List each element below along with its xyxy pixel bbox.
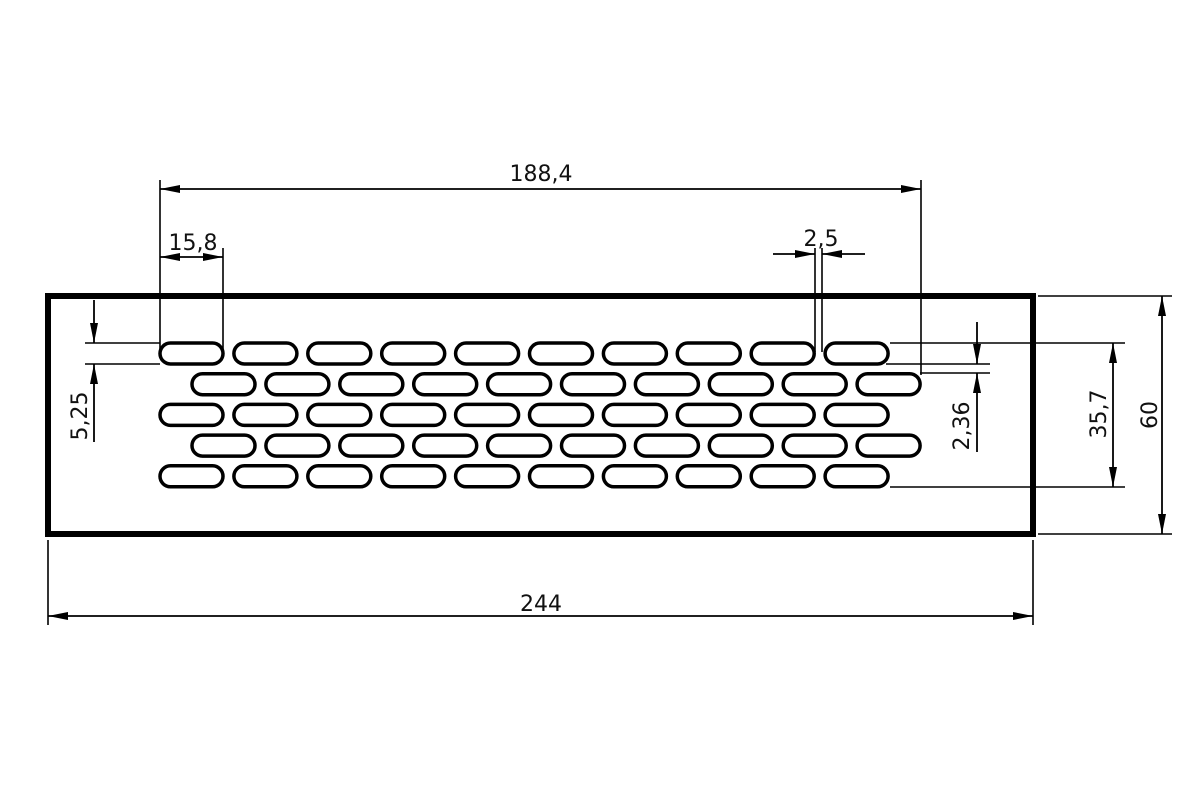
dim-row-pitch: 5,25 xyxy=(68,392,93,441)
slot-hole xyxy=(707,371,775,397)
slot-hole xyxy=(158,402,225,428)
slot-hole xyxy=(527,464,595,489)
slot-hole xyxy=(232,402,299,428)
slot-hole xyxy=(527,341,595,366)
slot-hole xyxy=(675,464,743,489)
slot-hole xyxy=(306,464,373,489)
slot-hole xyxy=(675,341,743,366)
slot-hole xyxy=(527,402,595,428)
dim-pattern-height: 35,7 xyxy=(1087,390,1112,439)
slot-hole xyxy=(675,402,743,428)
slot-hole xyxy=(749,402,816,428)
dimension-lines xyxy=(48,185,1166,620)
slot-hole xyxy=(453,341,521,366)
slot-hole xyxy=(158,464,225,489)
slot-hole xyxy=(823,341,890,366)
slot-hole xyxy=(823,402,890,428)
slot-hole xyxy=(379,402,447,428)
extension-lines xyxy=(47,180,1172,625)
slot-hole xyxy=(453,464,521,489)
slot-hole xyxy=(633,371,701,397)
slot-hole xyxy=(601,341,669,366)
dim-slot-gap: 2,5 xyxy=(804,227,839,252)
slot-hole xyxy=(559,433,627,458)
slot-hole xyxy=(485,433,553,458)
slot-hole xyxy=(601,464,669,489)
slot-hole xyxy=(306,341,373,366)
dim-overall-width: 244 xyxy=(520,592,562,617)
slot-pattern xyxy=(158,341,922,489)
slot-hole xyxy=(264,433,331,458)
slot-hole xyxy=(379,464,447,489)
slot-hole xyxy=(411,371,479,397)
slot-hole xyxy=(781,433,848,458)
slot-hole xyxy=(306,402,373,428)
slot-hole xyxy=(190,433,257,458)
slot-hole xyxy=(601,402,669,428)
slot-hole xyxy=(338,433,405,458)
slot-hole xyxy=(264,371,331,397)
dim-pattern-width: 188,4 xyxy=(510,162,573,187)
dim-overall-height: 60 xyxy=(1138,401,1163,429)
slot-hole xyxy=(338,371,405,397)
slot-hole xyxy=(749,464,816,489)
slot-hole xyxy=(485,371,553,397)
slot-hole xyxy=(158,341,225,366)
slot-hole xyxy=(855,433,922,458)
slot-hole xyxy=(232,464,299,489)
slot-hole xyxy=(190,371,257,397)
dim-slot-length: 15,8 xyxy=(169,231,218,256)
slot-hole xyxy=(379,341,447,366)
slot-hole xyxy=(749,341,816,366)
slot-hole xyxy=(781,371,848,397)
dim-row-gap: 2,36 xyxy=(950,402,975,451)
slot-hole xyxy=(232,341,299,366)
slot-hole xyxy=(559,371,627,397)
slot-hole xyxy=(411,433,479,458)
slot-hole xyxy=(855,371,922,397)
slot-hole xyxy=(823,464,890,489)
slot-hole xyxy=(453,402,521,428)
slot-hole xyxy=(633,433,701,458)
grille-outline xyxy=(45,293,1036,537)
slot-hole xyxy=(707,433,775,458)
